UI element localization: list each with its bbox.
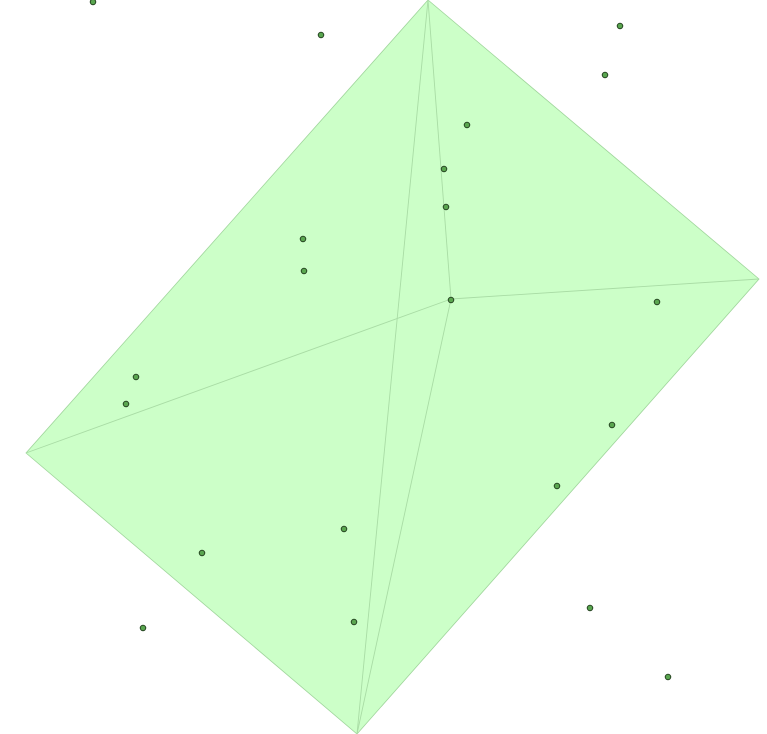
- point: [350, 618, 358, 626]
- point: [132, 373, 140, 381]
- point: [300, 267, 308, 275]
- point: [317, 31, 325, 39]
- point: [553, 482, 561, 490]
- inner-edge: [356, 0, 429, 734]
- point: [664, 673, 672, 681]
- inner-edge: [25, 298, 452, 454]
- point: [447, 296, 455, 304]
- point: [198, 549, 206, 557]
- point: [122, 400, 130, 408]
- point: [608, 421, 616, 429]
- point: [440, 165, 448, 173]
- point: [299, 235, 307, 243]
- inner-edge: [450, 278, 760, 300]
- point: [139, 624, 147, 632]
- point: [442, 203, 450, 211]
- point: [340, 525, 348, 533]
- point: [653, 298, 661, 306]
- inner-edge: [427, 0, 452, 300]
- point: [616, 22, 624, 30]
- point: [601, 71, 609, 79]
- inner-edges-layer: [25, 0, 760, 734]
- points-layer: [89, 0, 672, 681]
- point: [586, 604, 594, 612]
- inner-edge: [356, 298, 452, 734]
- point: [89, 0, 97, 6]
- point: [463, 121, 471, 129]
